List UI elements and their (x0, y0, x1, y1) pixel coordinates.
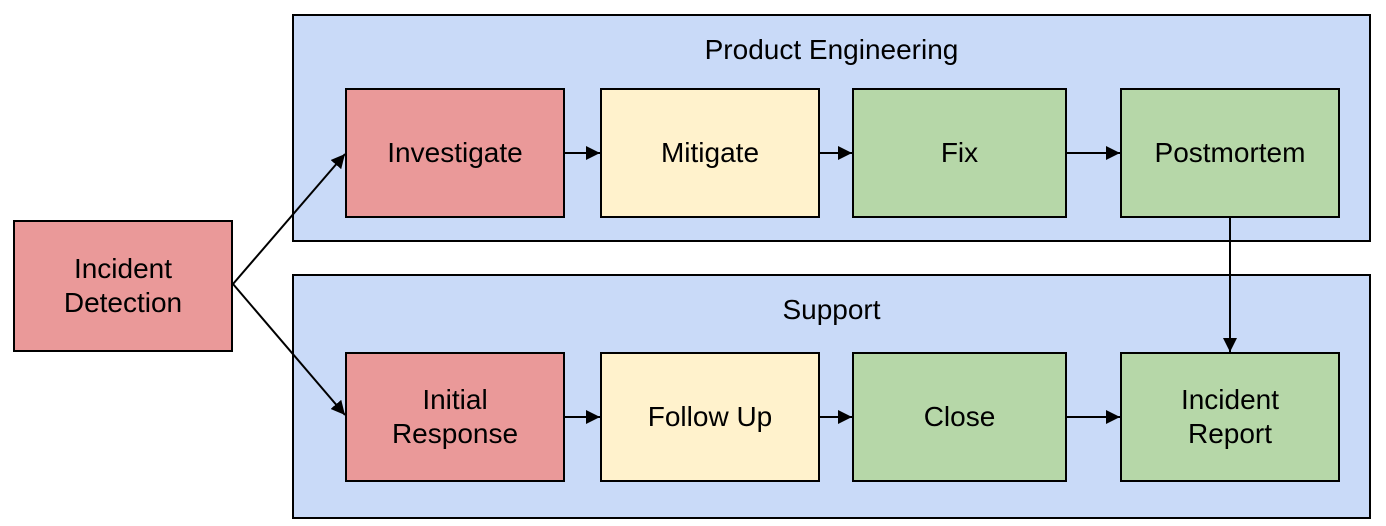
node-postmortem[interactable]: Postmortem (1120, 88, 1340, 218)
node-incident-report[interactable]: Incident Report (1120, 352, 1340, 482)
node-postmortem-label: Postmortem (1154, 137, 1306, 169)
node-initial-response-label: Initial Response (391, 384, 519, 449)
node-mitigate[interactable]: Mitigate (600, 88, 820, 218)
node-fix-label: Fix (940, 137, 979, 169)
group-title-product-engineering: Product Engineering (704, 34, 959, 65)
group-title-support: Support (782, 294, 881, 325)
node-mitigate-label: Mitigate (660, 137, 760, 169)
node-investigate-label: Investigate (387, 137, 523, 169)
node-follow-up-label: Follow Up (647, 401, 773, 433)
node-close-label: Close (923, 401, 996, 433)
node-follow-up[interactable]: Follow Up (600, 352, 820, 482)
node-incident-detection-label: Incident Detection (63, 253, 183, 318)
node-incident-report-label: Incident Report (1180, 384, 1280, 449)
node-initial-response[interactable]: Initial Response (345, 352, 565, 482)
node-investigate[interactable]: Investigate (345, 88, 565, 218)
node-fix[interactable]: Fix (852, 88, 1067, 218)
node-close[interactable]: Close (852, 352, 1067, 482)
node-incident-detection[interactable]: Incident Detection (13, 220, 233, 352)
